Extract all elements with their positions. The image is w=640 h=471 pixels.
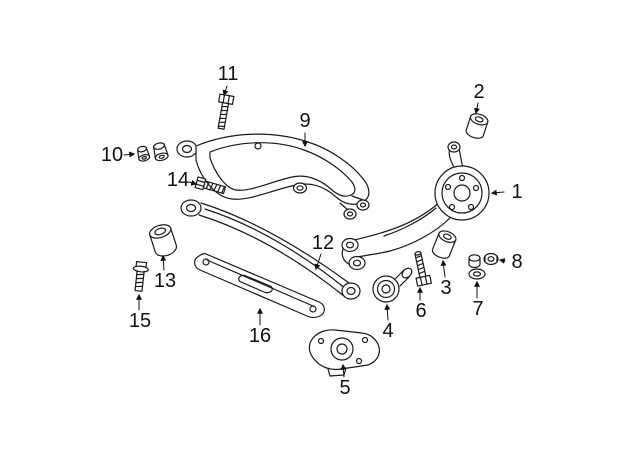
part-bolt-14 [194, 176, 227, 195]
leader-line-8 [498, 257, 506, 264]
leader-line-13 [160, 254, 167, 271]
part-adjuster-plate [194, 253, 325, 319]
callout-8: 8 [511, 251, 523, 273]
leader-line-1 [490, 189, 505, 196]
callout-2: 2 [473, 81, 485, 103]
callout-5: 5 [339, 377, 351, 399]
part-bushing-13 [148, 224, 178, 257]
callout-9: 9 [299, 110, 311, 132]
leader-line-5 [340, 363, 347, 378]
leader-line-12 [314, 253, 322, 271]
callout-6: 6 [415, 300, 427, 322]
part-bushing-3 [431, 230, 457, 259]
callout-13: 13 [153, 270, 177, 292]
part-trailing-arm [341, 141, 490, 271]
leader-lines [123, 85, 506, 378]
leader-line-4 [384, 303, 391, 321]
leader-line-14 [188, 179, 198, 186]
leader-line-11 [222, 85, 229, 97]
part-bushings-10 [137, 142, 169, 162]
callout-3: 3 [440, 277, 452, 299]
callout-11: 11 [217, 63, 239, 85]
callout-10: 10 [100, 144, 124, 166]
part-upper-control-arm [176, 133, 370, 220]
part-nut-8 [483, 252, 499, 266]
part-bolt-6 [414, 251, 432, 287]
part-bolt-11 [217, 93, 235, 130]
callout-1: 1 [511, 181, 523, 203]
leader-line-3 [440, 259, 447, 278]
leader-line-10 [123, 151, 136, 158]
callout-16: 16 [248, 325, 272, 347]
callout-12: 12 [311, 232, 335, 254]
part-bushing-2 [465, 113, 489, 139]
part-lower-control-arm [180, 199, 361, 300]
part-washer-nut-7 [468, 254, 486, 280]
leader-line-2 [473, 102, 480, 115]
part-ball-joint-bushing [372, 267, 413, 303]
callout-7: 7 [472, 298, 484, 320]
callout-15: 15 [128, 310, 152, 332]
part-mount-bracket [308, 329, 381, 377]
callout-4: 4 [382, 320, 394, 342]
part-bolt-15 [132, 260, 149, 292]
callout-14: 14 [166, 169, 190, 191]
